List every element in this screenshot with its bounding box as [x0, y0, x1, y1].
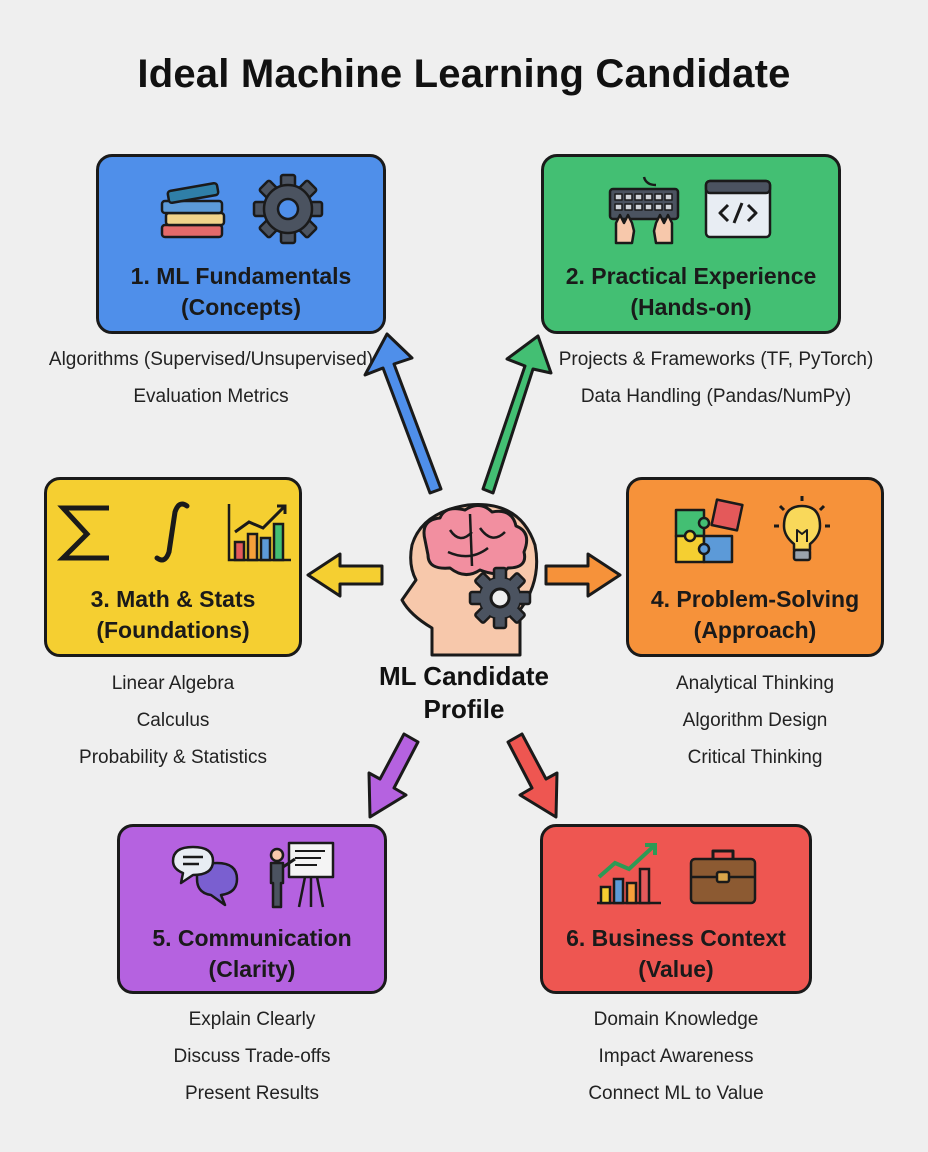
node-icons	[543, 837, 809, 917]
node-heading: 6. Business Context (Value)	[543, 923, 809, 985]
list-item: Critical Thinking	[687, 747, 823, 768]
growth-chart-icon	[597, 843, 661, 905]
node-practical-experience-items: Projects & Frameworks (TF, PyTorch) Data…	[541, 341, 891, 415]
node-math-stats: 3. Math & Stats (Foundations)	[44, 477, 302, 657]
node-title: 6. Business Context	[566, 925, 786, 951]
arrow-to-business-context	[506, 732, 559, 819]
node-icons	[99, 171, 383, 251]
node-heading: 5. Communication (Clarity)	[120, 923, 384, 985]
list-item: Evaluation Metrics	[133, 386, 289, 407]
integral-icon	[154, 501, 190, 563]
puzzle-icon	[674, 498, 744, 564]
keyboard-hands-icon	[608, 176, 680, 245]
list-item: Connect ML to Value	[588, 1083, 764, 1104]
presenter-icon	[269, 841, 335, 909]
node-practical-experience: 2. Practical Experience (Hands-on)	[541, 154, 841, 334]
arrow-to-math-stats	[306, 552, 384, 598]
center-gear-icon	[468, 566, 532, 630]
diagram-title: Ideal Machine Learning Candidate	[137, 52, 791, 96]
node-title: 5. Communication	[152, 925, 352, 951]
list-item: Analytical Thinking	[675, 673, 835, 694]
node-math-stats-items: Linear Algebra Calculus Probability & St…	[44, 665, 302, 776]
center-label-line2: Profile	[423, 694, 505, 724]
node-problem-solving: 4. Problem-Solving (Approach)	[626, 477, 884, 657]
node-icons	[47, 494, 299, 574]
node-title: 4. Problem-Solving	[650, 586, 860, 612]
node-ml-fundamentals-items: Algorithms (Supervised/Unsupervised) Eva…	[36, 341, 386, 415]
node-icons	[120, 837, 384, 917]
node-communication-items: Explain Clearly Discuss Trade-offs Prese…	[117, 1001, 387, 1112]
list-item: Projects & Frameworks (TF, PyTorch)	[558, 349, 874, 370]
briefcase-icon	[689, 849, 757, 905]
node-heading: 4. Problem-Solving (Approach)	[629, 584, 881, 646]
list-item: Domain Knowledge	[593, 1009, 759, 1030]
node-subtitle: (Approach)	[693, 617, 817, 643]
list-item: Present Results	[184, 1083, 320, 1104]
node-subtitle: (Concepts)	[180, 294, 302, 320]
node-subtitle: (Foundations)	[96, 617, 250, 643]
arrow-to-problem-solving	[544, 552, 622, 598]
arrow-to-practical-experience	[481, 334, 553, 495]
node-title: 1. ML Fundamentals	[130, 263, 352, 289]
node-title: 2. Practical Experience	[565, 263, 817, 289]
node-icons	[629, 494, 881, 574]
code-window-icon	[704, 179, 772, 239]
node-business-context-items: Domain Knowledge Impact Awareness Connec…	[540, 1001, 812, 1112]
node-business-context: 6. Business Context (Value)	[540, 824, 812, 994]
gear-icon	[252, 173, 324, 245]
arrow-to-ml-fundamentals	[363, 332, 443, 495]
arrow-to-communication	[367, 732, 420, 819]
list-item: Data Handling (Pandas/NumPy)	[580, 386, 852, 407]
list-item: Algorithm Design	[682, 710, 828, 731]
list-item: Calculus	[136, 710, 210, 731]
node-subtitle: (Clarity)	[208, 956, 296, 982]
list-item: Linear Algebra	[111, 673, 235, 694]
node-ml-fundamentals: 1. ML Fundamentals (Concepts)	[96, 154, 386, 334]
center-label: ML Candidate Profile	[354, 660, 574, 726]
lightbulb-icon	[774, 496, 830, 562]
list-item: Explain Clearly	[188, 1009, 316, 1030]
node-problem-solving-items: Analytical Thinking Algorithm Design Cri…	[626, 665, 884, 776]
node-heading: 3. Math & Stats (Foundations)	[47, 584, 299, 646]
sigma-icon	[56, 505, 109, 561]
node-heading: 1. ML Fundamentals (Concepts)	[99, 261, 383, 323]
list-item: Algorithms (Supervised/Unsupervised)	[48, 349, 374, 370]
node-communication: 5. Communication (Clarity)	[117, 824, 387, 994]
node-title: 3. Math & Stats	[90, 586, 256, 612]
node-icons	[544, 171, 838, 251]
node-heading: 2. Practical Experience (Hands-on)	[544, 261, 838, 323]
center-label-line1: ML Candidate	[379, 661, 549, 691]
bar-chart-icon	[227, 504, 291, 562]
list-item: Discuss Trade-offs	[173, 1046, 331, 1067]
books-icon	[160, 181, 226, 239]
list-item: Impact Awareness	[598, 1046, 754, 1067]
node-subtitle: (Value)	[638, 956, 714, 982]
speech-bubbles-icon	[171, 845, 239, 907]
node-subtitle: (Hands-on)	[630, 294, 752, 320]
list-item: Probability & Statistics	[79, 747, 267, 768]
